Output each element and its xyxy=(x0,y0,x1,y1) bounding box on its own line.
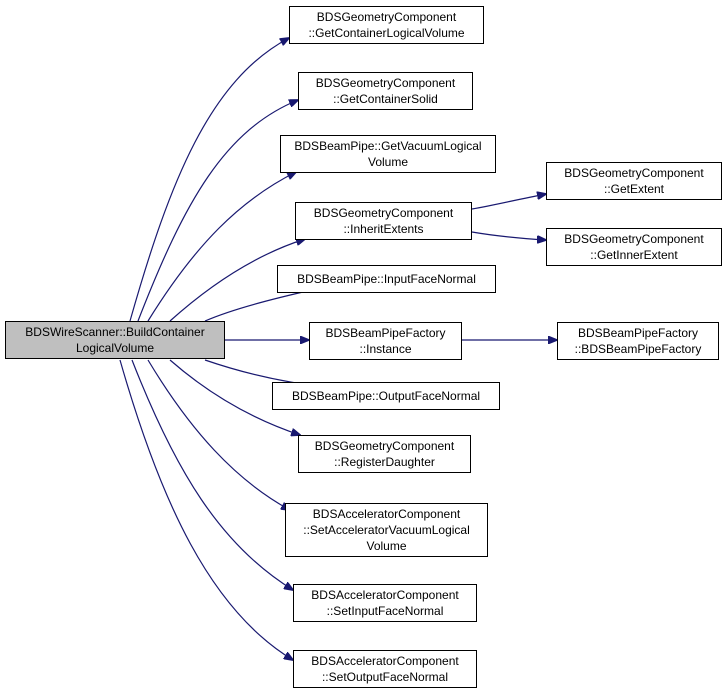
node-label-line: BDSGeometryComponent xyxy=(564,232,704,246)
node-label-line: ::GetExtent xyxy=(603,182,665,196)
node-label-line: BDSAcceleratorComponent xyxy=(311,654,459,668)
node-get-container-logical-volume[interactable]: BDSGeometryComponent ::GetContainerLogic… xyxy=(289,6,484,44)
node-get-container-solid[interactable]: BDSGeometryComponent ::GetContainerSolid xyxy=(298,72,473,110)
edge-root-to-get-container-logical-volume xyxy=(129,38,289,322)
node-register-daughter[interactable]: BDSGeometryComponent ::RegisterDaughter xyxy=(298,435,471,473)
node-label-line: ::GetContainerLogicalVolume xyxy=(308,26,465,40)
edge-root-to-inherit-extents xyxy=(169,239,305,322)
node-label-line: BDSBeamPipe::InputFaceNormal xyxy=(297,272,476,286)
node-label-line: Volume xyxy=(366,539,407,553)
node-label-line: ::SetOutputFaceNormal xyxy=(321,670,449,684)
node-label-line: BDSBeamPipeFactory xyxy=(577,326,699,340)
node-label-line: BDSAcceleratorComponent xyxy=(311,588,459,602)
edge-root-to-set-input-face-normal xyxy=(131,359,293,590)
node-label-line: ::SetInputFaceNormal xyxy=(326,604,444,618)
edge-root-to-set-accelerator-vacuum-logical-volume xyxy=(147,359,290,510)
node-label-line: BDSGeometryComponent xyxy=(314,439,455,453)
node-get-vacuum-logical-volume[interactable]: BDSBeamPipe::GetVacuumLogical Volume xyxy=(280,135,496,173)
node-label-line: ::InheritExtents xyxy=(343,222,424,236)
edge-inherit-extents-to-get-extent xyxy=(471,194,546,210)
node-root-line-1: BDSWireScanner::BuildContainer xyxy=(25,325,205,339)
node-label-line: BDSBeamPipe::OutputFaceNormal xyxy=(291,389,481,403)
node-output-face-normal[interactable]: BDSBeamPipe::OutputFaceNormal xyxy=(272,382,500,410)
node-label-line: BDSGeometryComponent xyxy=(316,10,457,24)
node-label-line: ::Instance xyxy=(359,342,412,356)
edge-root-to-set-output-face-normal xyxy=(119,359,293,660)
edge-root-to-get-vacuum-logical-volume xyxy=(147,172,296,322)
node-label-line: Volume xyxy=(367,155,409,169)
node-inherit-extents[interactable]: BDSGeometryComponent ::InheritExtents xyxy=(295,202,472,240)
node-set-output-face-normal[interactable]: BDSAcceleratorComponent ::SetOutputFaceN… xyxy=(293,650,477,688)
node-label-line: ::GetInnerExtent xyxy=(590,248,678,262)
node-set-input-face-normal[interactable]: BDSAcceleratorComponent ::SetInputFaceNo… xyxy=(293,584,477,622)
node-label-line: ::RegisterDaughter xyxy=(334,455,435,469)
node-label-line: BDSGeometryComponent xyxy=(313,206,454,220)
node-label-line: BDSBeamPipeFactory xyxy=(325,326,446,340)
node-instance[interactable]: BDSBeamPipeFactory ::Instance xyxy=(309,322,462,360)
edge-root-to-register-daughter xyxy=(169,359,300,435)
node-root-line-2: LogicalVolume xyxy=(75,341,155,355)
edge-inherit-extents-to-get-inner-extent xyxy=(471,231,546,240)
node-label-line: ::GetContainerSolid xyxy=(333,92,438,106)
node-get-extent[interactable]: BDSGeometryComponent ::GetExtent xyxy=(546,162,722,200)
node-label-line: BDSGeometryComponent xyxy=(315,76,456,90)
node-label-line: BDSBeamPipe::GetVacuumLogical xyxy=(294,139,482,153)
node-get-inner-extent[interactable]: BDSGeometryComponent ::GetInnerExtent xyxy=(546,228,722,266)
edge-root-to-get-container-solid xyxy=(137,100,298,322)
node-root[interactable]: BDSWireScanner::BuildContainer LogicalVo… xyxy=(5,321,225,359)
node-label-line: BDSAcceleratorComponent xyxy=(312,507,461,521)
node-set-accelerator-vacuum-logical-volume[interactable]: BDSAcceleratorComponent ::SetAccelerator… xyxy=(285,503,488,557)
node-label-line: ::BDSBeamPipeFactory xyxy=(574,342,702,356)
node-label-line: ::SetAcceleratorVacuumLogical xyxy=(303,523,470,537)
node-label-line: BDSGeometryComponent xyxy=(564,166,704,180)
node-input-face-normal[interactable]: BDSBeamPipe::InputFaceNormal xyxy=(277,265,496,293)
node-beam-pipe-factory-ctor[interactable]: BDSBeamPipeFactory ::BDSBeamPipeFactory xyxy=(557,322,719,360)
